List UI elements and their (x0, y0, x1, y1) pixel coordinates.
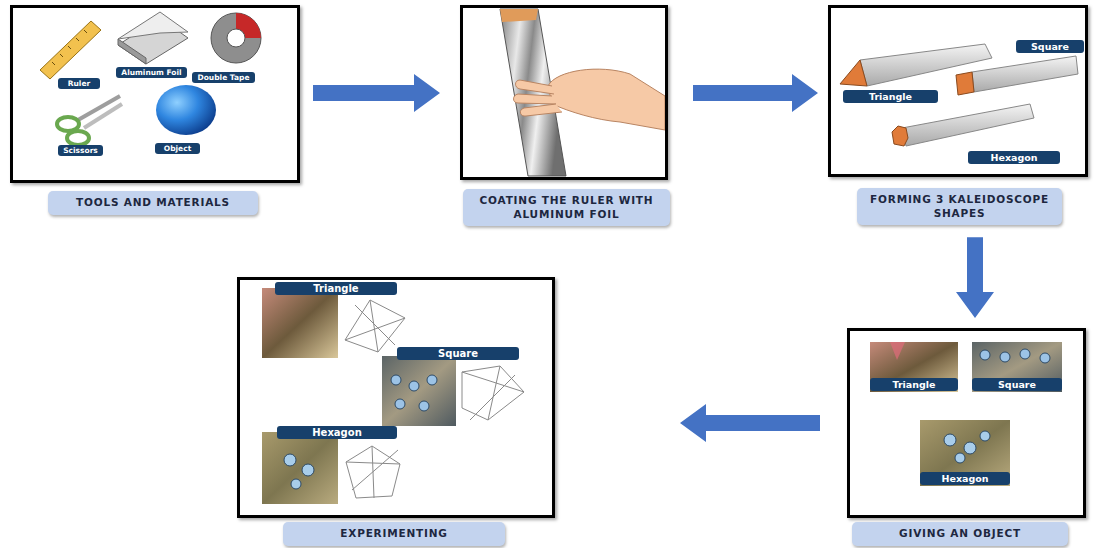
frame-border (10, 5, 300, 183)
shape-tag: Double Tape (192, 72, 255, 83)
shape-tag: Aluminum Foil (116, 67, 187, 78)
step-caption: FORMING 3 KALEIDOSCOPE SHAPES (857, 188, 1062, 225)
scissors-icon (57, 96, 122, 145)
hexagon-prism (892, 104, 1034, 146)
caption-text: FORMING 3 KALEIDOSCOPE SHAPES (870, 193, 1049, 219)
object-sphere (156, 85, 216, 135)
tag-text: Double Tape (197, 73, 249, 82)
caption-text: GIVING AN OBJECT (899, 527, 1021, 539)
tag-text: Square (998, 379, 1036, 390)
flow-arrow (956, 237, 994, 318)
shape-tag: Square (972, 378, 1062, 391)
step-caption: COATING THE RULER WITH ALUMINUM FOIL (463, 189, 670, 226)
step-caption: GIVING AN OBJECT (852, 522, 1068, 546)
shape-tag: Object (155, 143, 200, 154)
shape-tag: Hexagon (277, 426, 397, 439)
caption-text: TOOLS AND MATERIALS (76, 196, 230, 208)
arrow-shape (313, 74, 440, 112)
arrow-shape (956, 237, 994, 318)
shape-tag: Triangle (275, 282, 397, 295)
tag-text: Hexagon (312, 427, 362, 438)
tag-text: Ruler (68, 79, 90, 88)
step-frame: GIVING AN OBJECT Triangle SquareHexagon (847, 328, 1086, 546)
shape-tag: Square (397, 347, 519, 360)
shape-tag: Square (1016, 40, 1084, 53)
kaleidoscope-photos (870, 342, 1062, 486)
shape-tag: Hexagon (968, 151, 1060, 164)
tag-text: Object (164, 144, 191, 153)
tag-text: Square (1031, 41, 1069, 52)
experiment-photos (262, 288, 456, 504)
step-caption: TOOLS AND MATERIALS (48, 191, 258, 215)
tag-text: Triangle (313, 283, 358, 294)
flow-arrow (680, 404, 820, 442)
ray-sketches (345, 300, 524, 498)
caption-text: EXPERIMENTING (340, 527, 447, 539)
tag-text: Scissors (63, 146, 98, 155)
tag-text: Hexagon (990, 152, 1037, 163)
shape-tag: Triangle (843, 90, 938, 103)
tag-text: Hexagon (941, 473, 988, 484)
caption-text: COATING THE RULER WITH ALUMINUM FOIL (480, 194, 654, 220)
frame-border (847, 328, 1086, 518)
shape-tag: Scissors (58, 145, 103, 156)
tag-text: Square (438, 348, 478, 359)
arrow-shape (693, 74, 818, 112)
foil-ruler-hand (500, 9, 665, 176)
step-frame: COATING THE RULER WITH ALUMINUM FOIL (460, 5, 668, 226)
tag-text: Triangle (869, 91, 912, 102)
step-frame: FORMING 3 KALEIDOSCOPE SHAPES Triangle Squ… (828, 5, 1088, 225)
step-caption: EXPERIMENTING (283, 522, 505, 546)
square-prism (956, 56, 1078, 95)
shape-tag: Triangle (870, 378, 958, 391)
shape-tag: Ruler (58, 78, 100, 89)
frame-border (237, 277, 555, 518)
foil-box-icon (118, 12, 188, 64)
step-frame: TOOLS AND MATERIALS Ruler Aluminum FoilDou… (10, 5, 300, 215)
frame-border (460, 5, 668, 180)
tag-text: Triangle (892, 379, 935, 390)
flow-arrow (313, 74, 440, 112)
tag-text: Aluminum Foil (121, 68, 181, 77)
step-frame: EXPERIMENTING TriangleSquareHexagon (237, 277, 555, 546)
shape-tag: Hexagon (920, 472, 1010, 485)
flow-arrow (693, 74, 818, 112)
ruler-icon (40, 21, 101, 79)
tape-icon (211, 13, 261, 63)
arrow-shape (680, 404, 820, 442)
